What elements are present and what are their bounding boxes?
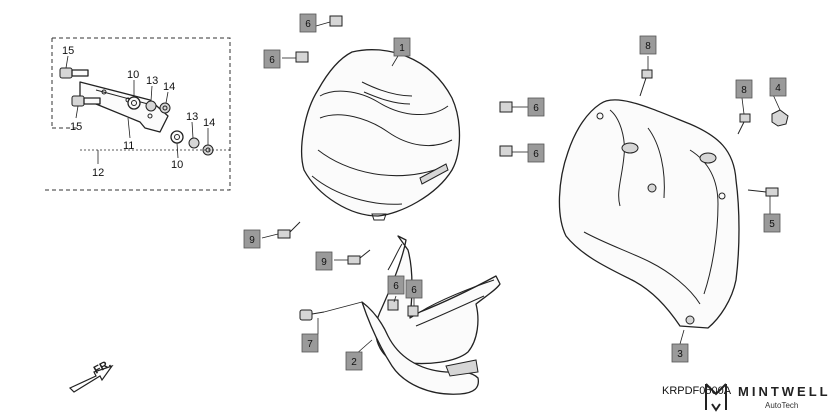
callout-8-right-text: 8 xyxy=(741,85,747,96)
callout-8-right: 8 xyxy=(735,79,753,99)
callout-5: 5 xyxy=(763,213,781,233)
nut-4 xyxy=(771,109,789,127)
fr-label: FR. xyxy=(92,358,113,377)
callout-7: 7 xyxy=(301,333,319,353)
collar-10-upper xyxy=(127,96,141,110)
clip-6-right-lower xyxy=(499,145,513,157)
callout-6-lower-b-text: 6 xyxy=(411,285,417,296)
callout-leaders xyxy=(261,21,781,356)
bolt-7 xyxy=(299,309,325,321)
label-13-upper: 13 xyxy=(146,75,158,87)
callout-8-upper: 8 xyxy=(639,35,657,55)
callout-8-upper-text: 8 xyxy=(645,41,651,52)
callout-6-right-lower-text: 6 xyxy=(533,149,539,160)
callout-2-text: 2 xyxy=(351,357,357,368)
screw-8-upper xyxy=(639,69,653,97)
clip-6-lower-b xyxy=(407,305,419,317)
callout-3-text: 3 xyxy=(677,349,683,360)
callout-6-lower-a-text: 6 xyxy=(393,281,399,292)
callout-6-top-text: 6 xyxy=(305,19,311,30)
callout-6-left-text: 6 xyxy=(269,55,275,66)
callout-1: 1 xyxy=(393,37,411,57)
bolt-15-lower xyxy=(71,95,101,107)
label-13-lower: 13 xyxy=(186,111,198,123)
inner-cover-part-3 xyxy=(558,99,740,329)
callout-4: 4 xyxy=(769,77,787,97)
diagram-code: KRPDF0500A xyxy=(662,385,732,397)
screw-5 xyxy=(747,187,779,197)
clip-6-lower-a xyxy=(387,299,399,311)
inset-bracket-assembly: 15 15 10 13 14 13 14 10 11 12 xyxy=(42,37,231,191)
nut-14-upper xyxy=(159,102,171,114)
label-11: 11 xyxy=(123,140,134,152)
callout-6-top: 6 xyxy=(299,13,317,33)
label-14-upper: 14 xyxy=(163,81,175,93)
screw-8-right xyxy=(737,113,751,135)
callout-6-lower-a: 6 xyxy=(387,275,405,295)
front-cover-lower-part-2 xyxy=(361,235,501,395)
label-14-lower: 14 xyxy=(203,117,215,129)
label-12: 12 xyxy=(92,167,104,179)
label-10-lower: 10 xyxy=(171,159,183,171)
clip-6-left xyxy=(295,51,309,63)
screw-9-mid xyxy=(347,249,371,265)
washer-13-lower xyxy=(188,137,200,149)
inset-border xyxy=(42,37,231,191)
callout-3: 3 xyxy=(671,343,689,363)
label-10-upper: 10 xyxy=(127,69,139,81)
front-cover-upper-part-1 xyxy=(301,49,461,221)
callout-6-lower-b: 6 xyxy=(405,279,423,299)
clip-6-top xyxy=(329,15,343,27)
screw-9-left xyxy=(277,221,301,239)
callout-1-text: 1 xyxy=(399,43,405,54)
washer-13-upper xyxy=(145,100,157,112)
callout-9-mid-text: 9 xyxy=(321,257,327,268)
label-15-upper: 15 xyxy=(62,45,74,57)
callout-4-text: 4 xyxy=(775,83,781,94)
brand-logo: MINTWELL AutoTech xyxy=(705,383,831,412)
callout-6-right-upper-text: 6 xyxy=(533,103,539,114)
callout-7-text: 7 xyxy=(307,339,313,350)
bolt-15-upper xyxy=(59,67,89,79)
callout-6-right-lower: 6 xyxy=(527,143,545,163)
callout-9-left-text: 9 xyxy=(249,235,255,246)
label-15-lower: 15 xyxy=(70,121,82,133)
clip-6-right-upper xyxy=(499,101,513,113)
callout-6-left: 6 xyxy=(263,49,281,69)
brand-sub: AutoTech xyxy=(765,401,798,410)
callout-6-right-upper: 6 xyxy=(527,97,545,117)
callout-5-text: 5 xyxy=(769,219,775,230)
callout-9-mid: 9 xyxy=(315,251,333,271)
callout-2: 2 xyxy=(345,351,363,371)
brand-name: MINTWELL xyxy=(738,384,831,399)
collar-10-lower xyxy=(170,130,184,144)
front-direction-arrow: FR. xyxy=(68,358,114,393)
callout-9-left: 9 xyxy=(243,229,261,249)
